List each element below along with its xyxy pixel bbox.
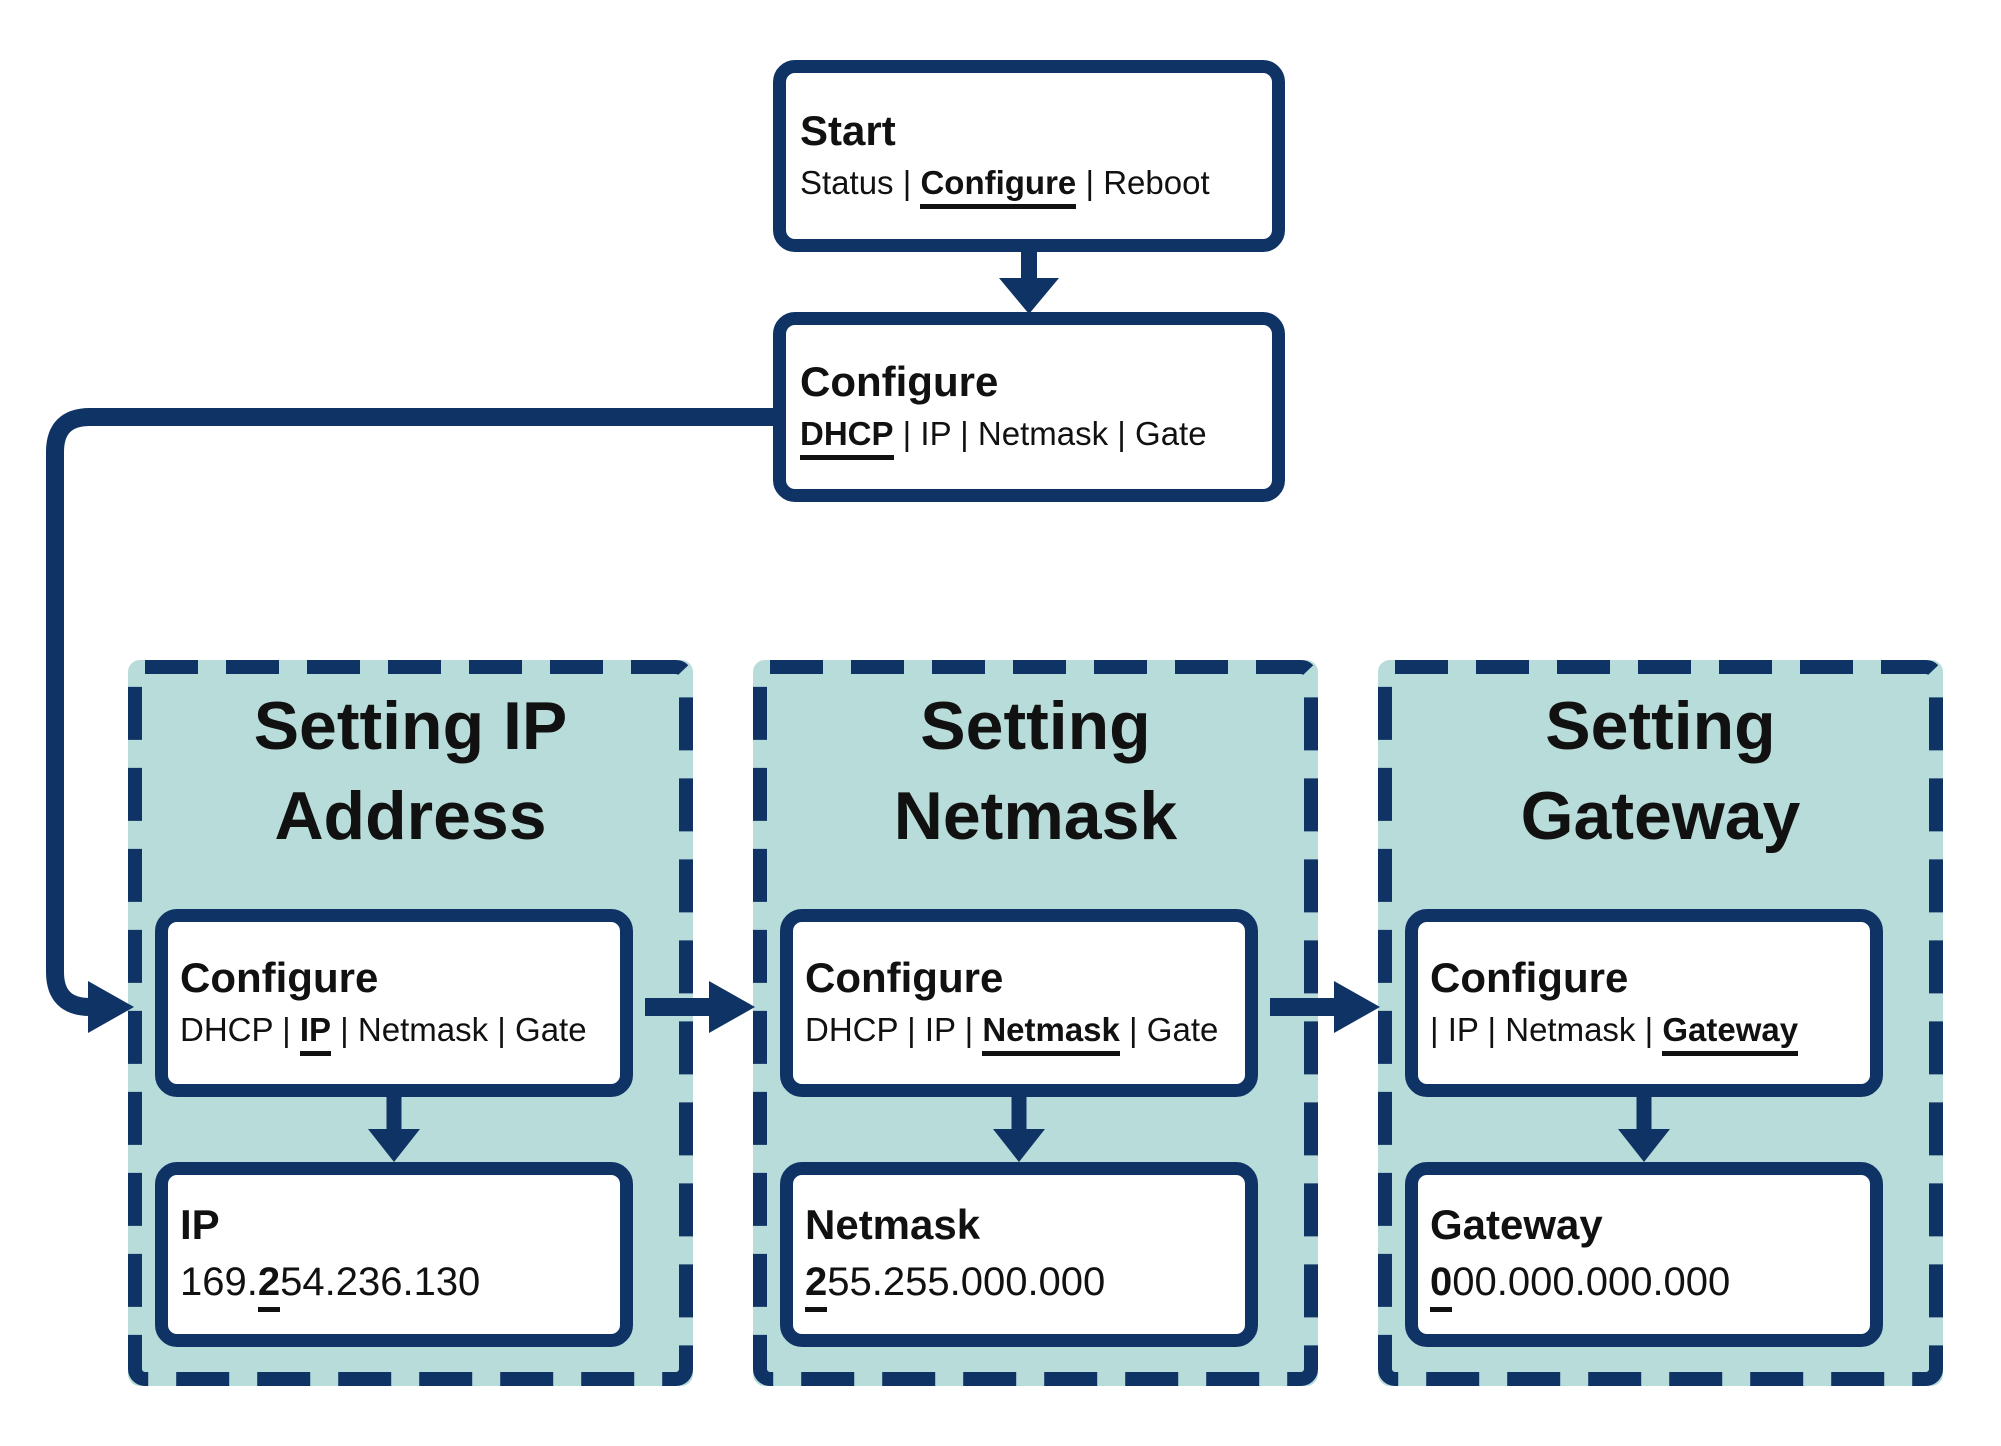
configure-box: Configure DHCP | IP | Netmask | Gate [155, 909, 633, 1097]
value-pre: 169. [180, 1259, 258, 1304]
arrow-down-icon [368, 1097, 420, 1162]
active-menu-item: Gateway [1662, 1010, 1799, 1056]
menu-text-post: | Gate [1119, 1010, 1219, 1048]
configure-menu: DHCP | IP | Netmask | Gate [805, 1009, 1233, 1056]
active-menu-item: IP [299, 1010, 332, 1056]
configure-menu: | IP | Netmask | Gateway [1430, 1009, 1858, 1056]
value-text: 255.255.000.000 [805, 1256, 1233, 1312]
value-box-heading: Gateway [1430, 1201, 1603, 1249]
menu-text-post: | IP | Netmask | Gate [893, 414, 1207, 452]
arrow-right-netmask-to-gateway-icon [1270, 981, 1380, 1033]
value-box-netmask: Netmask 255.255.000.000 [780, 1162, 1258, 1347]
active-menu-item: DHCP [800, 414, 894, 460]
node-configure: Configure DHCP | IP | Netmask | Gate [773, 312, 1285, 502]
start-menu: Status | Configure | Reboot [800, 162, 1258, 209]
panel-title-line2: Address [274, 777, 547, 854]
configure-heading: Configure [800, 358, 999, 406]
configure-menu: DHCP | IP | Netmask | Gate [180, 1009, 608, 1056]
connector-configure-to-setting-ip [46, 408, 793, 1033]
configure-box-heading: Configure [1430, 954, 1629, 1002]
start-heading: Start [800, 107, 896, 155]
menu-text-pre: DHCP | [180, 1010, 300, 1048]
panel-title: Setting Netmask [753, 682, 1318, 862]
node-start: Start Status | Configure | Reboot [773, 60, 1285, 252]
panel-title-line1: Setting IP [253, 688, 568, 764]
value-post: 00.000.000.000 [1452, 1259, 1731, 1304]
arrow-head [999, 278, 1059, 314]
value-box-gateway: Gateway 000.000.000.000 [1405, 1162, 1883, 1347]
dashed-border [1378, 660, 1943, 1386]
value-text: 000.000.000.000 [1430, 1256, 1858, 1312]
panel-title: Setting IP Address [128, 682, 693, 862]
value-active-digit: 2 [805, 1259, 828, 1312]
arrow-head [1618, 1129, 1670, 1162]
panel-title-line2: Netmask [893, 777, 1178, 854]
arrow-right-ip-to-netmask-icon [645, 981, 755, 1033]
menu-text-pre: DHCP | IP | [805, 1010, 983, 1048]
arrow-head [709, 981, 755, 1033]
menu-text-pre: Status | [800, 163, 921, 201]
value-active-digit: 2 [257, 1259, 281, 1312]
arrow-head [1334, 981, 1380, 1033]
arrow-shaft [1011, 1097, 1027, 1129]
arrow-down-icon [993, 1097, 1045, 1162]
panel-title-line2: Gateway [1520, 777, 1801, 854]
menu-text-post: | Netmask | Gate [331, 1010, 587, 1048]
panel-title: Setting Gateway [1378, 682, 1943, 862]
value-active-digit: 0 [1430, 1259, 1453, 1312]
arrow-head [993, 1129, 1045, 1162]
configure-box: Configure DHCP | IP | Netmask | Gate [780, 909, 1258, 1097]
arrow-head [88, 981, 134, 1033]
value-text: 169.254.236.130 [180, 1256, 608, 1312]
configure-box-heading: Configure [805, 954, 1004, 1002]
arrow-shaft [386, 1097, 402, 1129]
arrow-start-to-configure-icon [999, 250, 1059, 316]
arrow-shaft [1021, 250, 1037, 280]
panel-title-line1: Setting [1545, 688, 1776, 764]
value-post: 54.236.130 [280, 1259, 481, 1304]
value-box-heading: IP [180, 1201, 220, 1249]
menu-text-post: | Reboot [1076, 163, 1210, 201]
active-menu-item: Configure [920, 163, 1077, 209]
configure-box-heading: Configure [180, 954, 379, 1002]
arrow-shaft [645, 998, 711, 1016]
arrow-down-icon [1618, 1097, 1670, 1162]
value-post: 55.255.000.000 [827, 1259, 1106, 1304]
value-box-heading: Netmask [805, 1201, 981, 1249]
arrow-shaft [1270, 998, 1336, 1016]
panel-setting-gateway: Setting Gateway Configure | IP | Netmask… [1378, 660, 1943, 1386]
active-menu-item: Netmask [982, 1010, 1120, 1056]
menu-text-pre: | IP | Netmask | [1430, 1010, 1663, 1048]
dashed-border [753, 660, 1318, 1386]
configure-box: Configure | IP | Netmask | Gateway [1405, 909, 1883, 1097]
configure-menu: DHCP | IP | Netmask | Gate [800, 413, 1258, 460]
dashed-border [128, 660, 693, 1386]
arrow-shaft [1636, 1097, 1652, 1129]
value-box-ip: IP 169.254.236.130 [155, 1162, 633, 1347]
panel-setting-netmask: Setting Netmask Configure DHCP | IP | Ne… [753, 660, 1318, 1386]
arrow-head [368, 1129, 420, 1162]
panel-title-line1: Setting [920, 688, 1151, 764]
panel-setting-ip: Setting IP Address Configure DHCP | IP |… [128, 660, 693, 1386]
